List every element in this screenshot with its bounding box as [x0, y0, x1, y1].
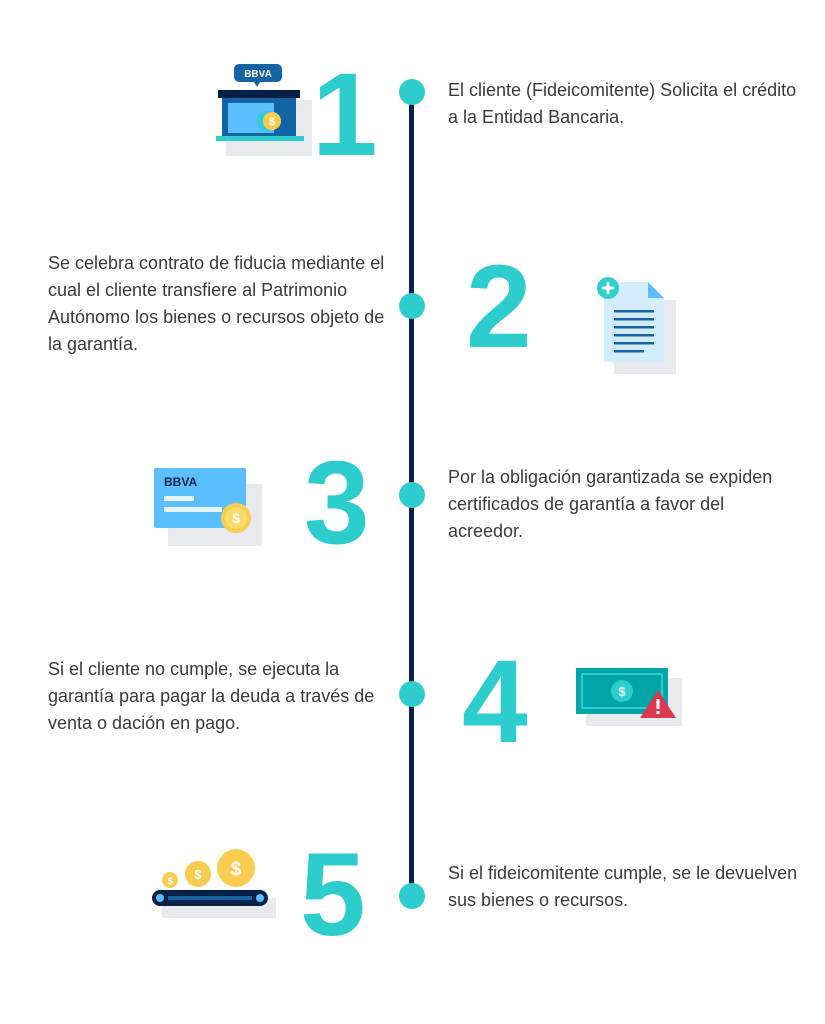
step-5-number: 5	[300, 829, 366, 961]
step-4-number: 4	[462, 636, 528, 768]
svg-text:$: $	[194, 867, 202, 882]
step-1-text: El cliente (Fideicomitente) Solicita el …	[448, 80, 797, 127]
svg-text:$: $	[167, 876, 172, 886]
bbva-logo-text: BBVA	[244, 69, 272, 80]
step-2-text: Se celebra contrato de fiducia mediante …	[48, 253, 385, 354]
coins-conveyor-icon: $ $ $	[152, 849, 276, 918]
step-3-number: 3	[304, 437, 370, 569]
step-2-number: 2	[466, 241, 532, 373]
timeline-dot-2	[399, 293, 425, 319]
banknote-warning-icon: $	[576, 668, 682, 726]
credit-card-coin-icon: BBVA $	[154, 468, 262, 546]
card-logo-text: BBVA	[164, 475, 197, 489]
step-1-number: 1	[312, 49, 378, 181]
step-3-text: Por la obligación garantizada se expiden…	[448, 467, 773, 541]
add-document-icon	[597, 277, 676, 374]
step-4-text: Si el cliente no cumple, se ejecuta la g…	[48, 659, 375, 733]
timeline-dot-1	[399, 79, 425, 105]
svg-text:$: $	[269, 116, 275, 128]
step-5-text: Si el fideicomitente cumple, se le devue…	[448, 863, 798, 910]
bank-branch-icon: $ BBVA	[216, 64, 312, 156]
timeline-dot-3	[399, 482, 425, 508]
svg-text:$: $	[618, 684, 626, 699]
timeline-dot-4	[399, 681, 425, 707]
timeline-dot-5	[399, 883, 425, 909]
svg-text:$: $	[231, 859, 242, 880]
svg-text:$: $	[232, 510, 240, 526]
